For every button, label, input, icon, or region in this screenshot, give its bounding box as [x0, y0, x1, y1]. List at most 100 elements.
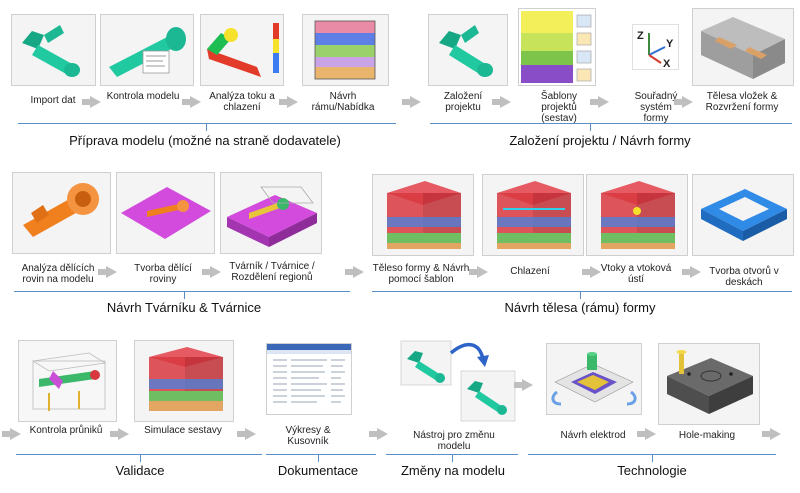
section-tick — [580, 291, 581, 299]
orange-tool-model-icon — [13, 173, 110, 253]
axis-label-z: Z — [637, 30, 644, 42]
flow-arrow — [682, 266, 701, 278]
section-tick — [140, 454, 141, 462]
coordinate-axes-icon: Z Y X — [633, 25, 678, 69]
flow-analysis-icon — [201, 15, 283, 85]
step-label-analyza-toku: Analýza toku a chlazení — [209, 91, 275, 113]
step-label-tvarnik-tvarnice: Tvárník / Tvárnice / Rozdělení regionů — [229, 261, 315, 283]
flow-arrow — [110, 428, 129, 440]
step-label-analyza-delicich-rovin: Analýza dělících rovin na modelu — [21, 263, 95, 285]
step-label-import-dat: Import dat — [30, 95, 76, 106]
section-label-dokumentace: Dokumentace — [277, 463, 359, 478]
section-tick — [590, 123, 591, 131]
step-tile-vtoky[interactable] — [586, 174, 688, 256]
flow-arrow — [345, 266, 364, 278]
flow-arrow — [469, 266, 488, 278]
section-label-zmeny-modelu: Změny na modelu — [400, 463, 506, 478]
assembly-simulation-icon — [135, 341, 233, 421]
flow-arrow — [514, 379, 533, 391]
gates-icon — [587, 175, 687, 255]
step-label-kontrola-modelu: Kontrola modelu — [106, 91, 180, 102]
step-label-sablony-projektu: Šablony projektů (sestav) — [540, 91, 578, 124]
flow-arrow — [582, 266, 601, 278]
step-label-kontrola-pruniku: Kontrola průniků — [29, 425, 103, 436]
step-label-zalozeni-projektu: Založení projektu — [443, 91, 483, 113]
step-tile-chlazeni[interactable] — [482, 174, 584, 256]
step-tile-simulace-sestavy[interactable] — [134, 340, 234, 422]
step-tile-analyza-delicich-rovin[interactable] — [12, 172, 111, 254]
section-rule — [18, 123, 396, 124]
step-tile-navrh-elektrod[interactable] — [546, 343, 642, 415]
step-tile-teleso-formy[interactable] — [372, 174, 474, 256]
electrode-icon — [547, 344, 641, 414]
section-label-navrh-tvarniku: Návrh Tvárníku & Tvárnice — [106, 300, 262, 315]
step-tile-navrh-ramu[interactable] — [302, 14, 389, 86]
mold-body-icon — [373, 175, 473, 255]
flow-arrow — [2, 428, 21, 440]
axis-label-x: X — [663, 58, 671, 69]
step-tile-analyza-toku[interactable] — [200, 14, 284, 86]
step-label-simulace-sestavy: Simulace sestavy — [144, 425, 222, 436]
step-label-telesa-vlozek: Tělesa vložek & Rozvržení formy — [705, 91, 779, 113]
section-tick — [206, 123, 207, 131]
section-tick — [184, 291, 185, 299]
section-rule — [14, 291, 350, 292]
flow-arrow — [182, 96, 201, 108]
step-tile-tvorba-otvoru[interactable] — [692, 174, 794, 256]
plate-holes-icon — [693, 175, 793, 255]
section-rule — [266, 454, 376, 455]
flow-arrow — [492, 96, 511, 108]
step-label-navrh-elektrod: Návrh elektrod — [560, 430, 626, 441]
step-tile-souradny-system[interactable]: Z Y X — [632, 24, 679, 70]
step-tile-telesa-vlozek[interactable] — [692, 8, 794, 86]
interference-check-icon — [19, 341, 116, 421]
section-label-priprava-modelu: Příprava modelu (možné na straně dodavat… — [69, 133, 341, 148]
green-tool-model-icon — [429, 15, 507, 85]
step-tile-zalozeni-projektu[interactable] — [428, 14, 508, 86]
section-label-navrh-telesa: Návrh tělesa (rámu) formy — [504, 300, 656, 315]
flow-arrow — [279, 96, 298, 108]
core-cavity-icon — [221, 173, 321, 253]
flow-arrow — [202, 266, 221, 278]
step-tile-kontrola-modelu[interactable] — [100, 14, 194, 86]
step-label-hole-making: Hole-making — [678, 430, 736, 441]
step-tile-hole-making[interactable] — [658, 343, 760, 425]
section-label-technologie: Technologie — [617, 463, 687, 478]
step-label-souradny-system: Souřadný systém formy — [634, 91, 678, 124]
cooling-icon — [483, 175, 583, 255]
section-tick — [452, 454, 453, 462]
insert-layout-icon — [693, 9, 793, 85]
green-tool-model-icon — [12, 15, 95, 85]
model-change-icon — [399, 339, 517, 425]
bom-document-icon — [267, 344, 351, 414]
step-tile-vykresy-kusovnik[interactable] — [266, 343, 352, 415]
step-tile-tvarnik-tvarnice[interactable] — [220, 172, 322, 254]
flow-arrow — [637, 428, 656, 440]
parting-plane-icon — [117, 173, 214, 253]
axis-label-y: Y — [666, 38, 674, 50]
mold-frame-icon — [303, 15, 388, 85]
section-rule — [16, 454, 262, 455]
flow-arrow — [590, 96, 609, 108]
flow-arrow — [674, 96, 693, 108]
model-check-icon — [101, 15, 193, 85]
section-tick — [318, 454, 319, 462]
flow-arrow — [369, 428, 388, 440]
step-label-teleso-formy: Těleso formy & Návrh pomocí šablon — [372, 263, 470, 285]
flow-arrow — [237, 428, 256, 440]
step-label-tvorba-delici-roviny: Tvorba dělící roviny — [134, 263, 192, 285]
step-label-tvorba-otvoru: Tvorba otvorů v deskách — [709, 266, 779, 288]
step-label-navrh-ramu: Návrh rámu/Nabídka — [311, 91, 375, 113]
step-tile-tvorba-delici-roviny[interactable] — [116, 172, 215, 254]
flow-arrow — [402, 96, 421, 108]
step-label-chlazeni: Chlazení — [510, 266, 550, 277]
section-rule — [372, 291, 792, 292]
step-tile-import-dat[interactable] — [11, 14, 96, 86]
flow-arrow — [762, 428, 781, 440]
section-label-zalozeni-projektu: Založení projektu / Návrh formy — [509, 133, 691, 148]
step-tile-kontrola-pruniku[interactable] — [18, 340, 117, 422]
step-label-vtoky: Vtoky a vtoková ústí — [600, 263, 672, 285]
step-tile-sablony-projektu[interactable] — [518, 8, 596, 86]
step-tile-nastroj-zmeny[interactable] — [398, 338, 518, 426]
step-label-vykresy-kusovnik: Výkresy & Kusovník — [285, 425, 331, 447]
